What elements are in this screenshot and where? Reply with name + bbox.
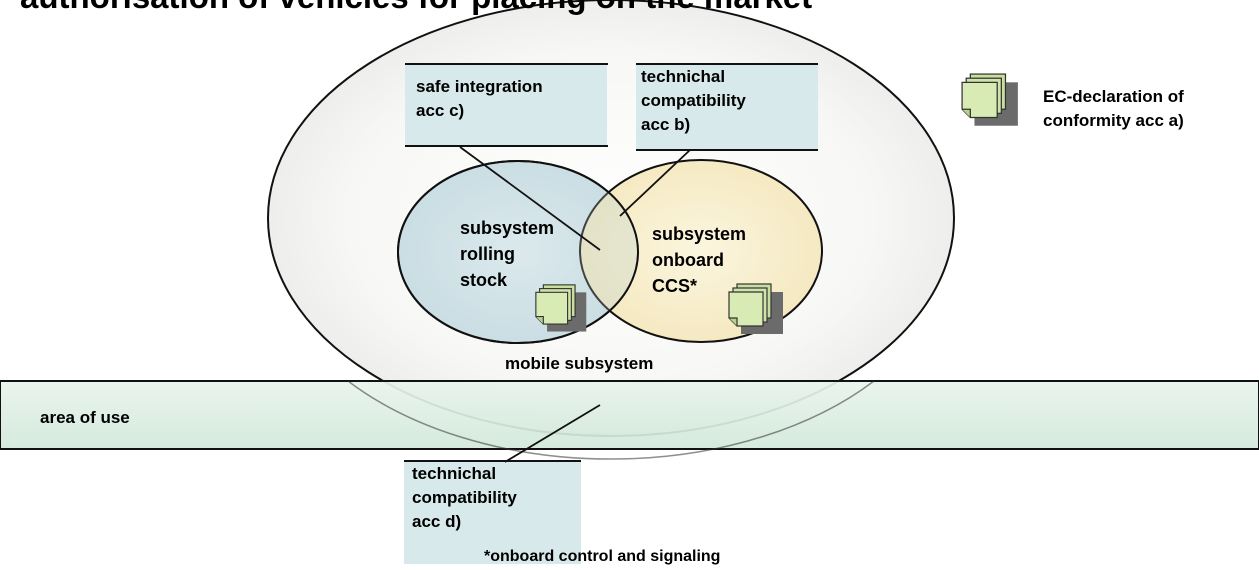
mobile-ellipse-overlap-outline xyxy=(347,380,875,460)
document-stack-icon xyxy=(961,73,1019,127)
technical-compatibility-d-box xyxy=(404,461,581,564)
safe-integration-connector xyxy=(459,146,601,251)
page-title: authorisation of vehicles for placing on… xyxy=(20,0,812,16)
rolling-stock-label: subsystem rolling stock xyxy=(460,218,555,290)
mobile-subsystem-label: mobile subsystem xyxy=(505,354,654,373)
ec-declaration-label: EC-declaration of conformity acc a) xyxy=(1043,87,1184,130)
technical-compatibility-b-connector xyxy=(619,149,691,217)
footnote: *onboard control and signaling xyxy=(484,548,721,565)
onboard-ccs-label: subsystem onboard CCS* xyxy=(652,224,747,296)
area-of-use-label: area of use xyxy=(40,408,130,427)
technical-compatibility-d-connector xyxy=(504,404,601,463)
safe-integration-label: safe integration acc c) xyxy=(416,77,543,120)
technical-compatibility-b-label: technichal compatibility acc b) xyxy=(641,67,746,134)
safe-integration-box xyxy=(405,64,607,146)
technical-compatibility-d-label: technichal compatibility acc d) xyxy=(412,464,517,531)
technical-compatibility-b-box xyxy=(636,64,818,150)
area-of-use-band xyxy=(0,380,1259,450)
